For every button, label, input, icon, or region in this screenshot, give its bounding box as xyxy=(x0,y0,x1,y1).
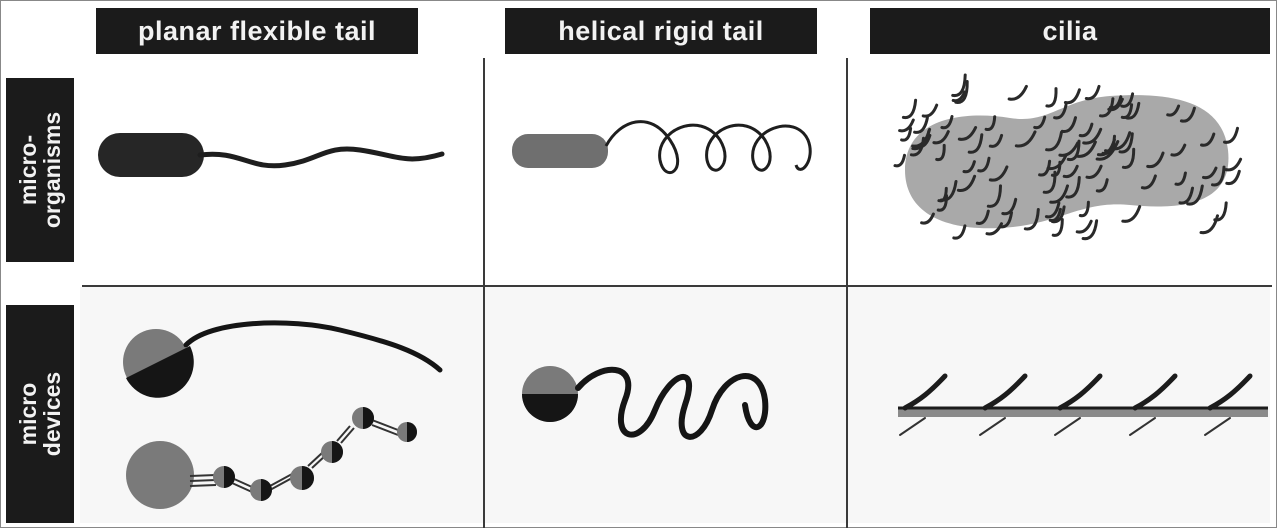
helical-rigid-tail-device-icon xyxy=(522,366,765,437)
artificial-cilia-icon xyxy=(898,376,1268,435)
helical-rigid-tail-organism-icon xyxy=(512,122,810,173)
cilium-hair xyxy=(922,214,934,223)
cilium-hair xyxy=(1009,86,1026,99)
cilium-hair xyxy=(1086,86,1099,98)
artificial-cilium-shadow xyxy=(980,418,1005,435)
cilium-hair xyxy=(1047,89,1056,106)
bead-chain-swimmer-icon xyxy=(126,407,417,509)
planar-flexible-tail-organism-icon xyxy=(98,133,442,177)
artificial-cilium xyxy=(985,376,1025,408)
bead-half xyxy=(302,466,314,490)
artificial-cilium-shadow xyxy=(1055,418,1080,435)
ciliated-organism-icon xyxy=(895,75,1241,239)
cilium-hair xyxy=(903,100,915,117)
cilium-hair xyxy=(895,155,905,166)
cilium-hair xyxy=(1227,171,1240,183)
planar-flexible-tail-device-icon xyxy=(123,323,440,398)
bead-half xyxy=(332,441,343,463)
cilium-hair xyxy=(1065,90,1079,103)
bead-half xyxy=(261,479,272,501)
cilium-hair xyxy=(923,105,937,116)
artificial-cilium xyxy=(1210,376,1250,408)
artificial-cilium xyxy=(905,376,945,408)
artificial-cilium-shadow xyxy=(1205,418,1230,435)
cilium-hair xyxy=(1225,128,1238,142)
artificial-cilium-shadow xyxy=(900,418,925,435)
artificial-cilium xyxy=(1135,376,1175,408)
cilium-hair xyxy=(1077,221,1091,232)
artificial-cilium xyxy=(1060,376,1100,408)
bead-half xyxy=(407,422,417,442)
artificial-cilium-shadow xyxy=(1130,418,1155,435)
cilium-hair xyxy=(1123,207,1140,222)
cilium-hair xyxy=(954,226,965,238)
